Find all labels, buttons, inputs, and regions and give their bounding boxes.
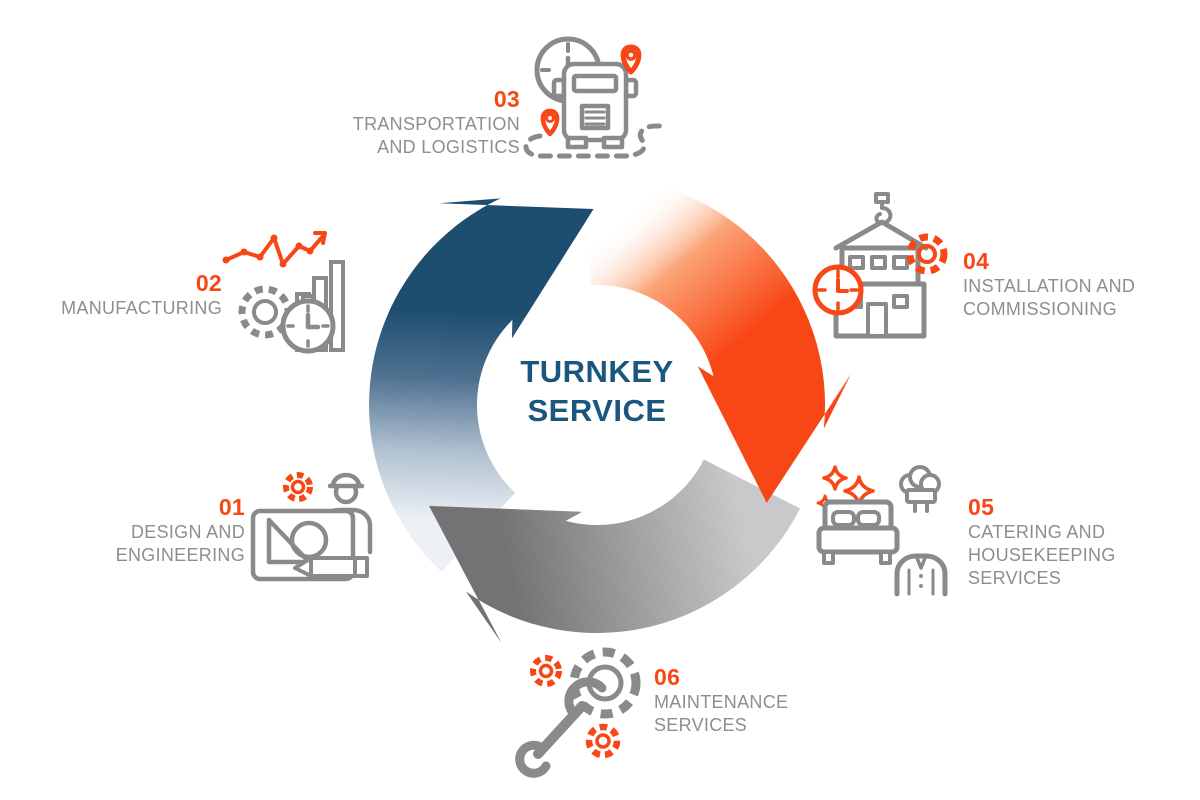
- step-5-text-line3: SERVICES: [968, 568, 1062, 588]
- installation-icon: [812, 192, 948, 339]
- step-5-number: 05: [968, 494, 995, 520]
- crane-hook-icon: [874, 192, 893, 226]
- center-title-line1: TURNKEY: [520, 354, 674, 389]
- step-5-label: 05 CATERING AND HOUSEKEEPING SERVICES: [968, 494, 1200, 590]
- step-2-number: 02: [195, 270, 222, 296]
- step-3-number: 03: [493, 86, 520, 112]
- chef-icon: [894, 465, 948, 597]
- blueprint-icon: [250, 508, 356, 582]
- step-4-text-line1: INSTALLATION AND: [963, 276, 1136, 296]
- step-1-label: 01 DESIGN AND ENGINEERING: [5, 494, 245, 567]
- pencil-icon: [293, 556, 369, 578]
- clock-icon: [812, 264, 864, 316]
- center-title-line2: SERVICE: [527, 393, 667, 428]
- step-4-label: 04 INSTALLATION AND COMMISSIONING: [963, 248, 1200, 321]
- step-2-label: 02 MANUFACTURING: [0, 270, 222, 320]
- step-2-text-line1: MANUFACTURING: [61, 298, 222, 318]
- map-pin-icon: [540, 108, 560, 137]
- step-5-text-line1: CATERING AND: [968, 522, 1106, 542]
- step-4-text-line2: COMMISSIONING: [963, 299, 1117, 319]
- truck-logistics-icon: [523, 36, 667, 159]
- cycle-arrow-gray-head: [429, 505, 582, 643]
- step-1-text-line2: ENGINEERING: [115, 545, 245, 565]
- step-6-text-line2: SERVICES: [654, 715, 748, 735]
- step-1-number: 01: [218, 494, 245, 520]
- gear-icon: [530, 655, 562, 687]
- step-5-text-line2: HOUSEKEEPING: [968, 545, 1116, 565]
- maintenance-icon: [515, 647, 641, 778]
- step-6-number: 06: [654, 664, 681, 690]
- gear-icon: [906, 233, 948, 275]
- gear-icon: [283, 472, 313, 502]
- step-3-text-line1: TRANSPORTATION: [352, 114, 520, 134]
- manufacturing-icon: [222, 231, 345, 354]
- cycle-arrow-orange: [585, 176, 852, 503]
- step-1-text-line1: DESIGN AND: [130, 522, 245, 542]
- building-icon: [833, 219, 929, 339]
- design-engineering-icon: [250, 472, 373, 582]
- map-pin-icon: [620, 44, 642, 75]
- bed-icon: [816, 499, 900, 565]
- stopwatch-icon: [280, 294, 336, 354]
- center-title: TURNKEY SERVICE: [482, 352, 712, 430]
- gear-icon: [585, 723, 621, 759]
- step-4-number: 04: [963, 248, 990, 274]
- route-path: [523, 123, 667, 159]
- step-6-text-line1: MAINTENANCE: [654, 692, 789, 712]
- growth-line-icon: [222, 231, 327, 268]
- cycle-arrow-blue: [369, 198, 594, 572]
- step-3-label: 03 TRANSPORTATION AND LOGISTICS: [280, 86, 520, 159]
- catering-housekeeping-icon: [816, 465, 948, 597]
- step-3-text-line2: AND LOGISTICS: [377, 137, 520, 157]
- truck-icon: [551, 61, 639, 150]
- wrench-icon: [515, 677, 607, 778]
- step-6-label: 06 MAINTENANCE SERVICES: [654, 664, 894, 737]
